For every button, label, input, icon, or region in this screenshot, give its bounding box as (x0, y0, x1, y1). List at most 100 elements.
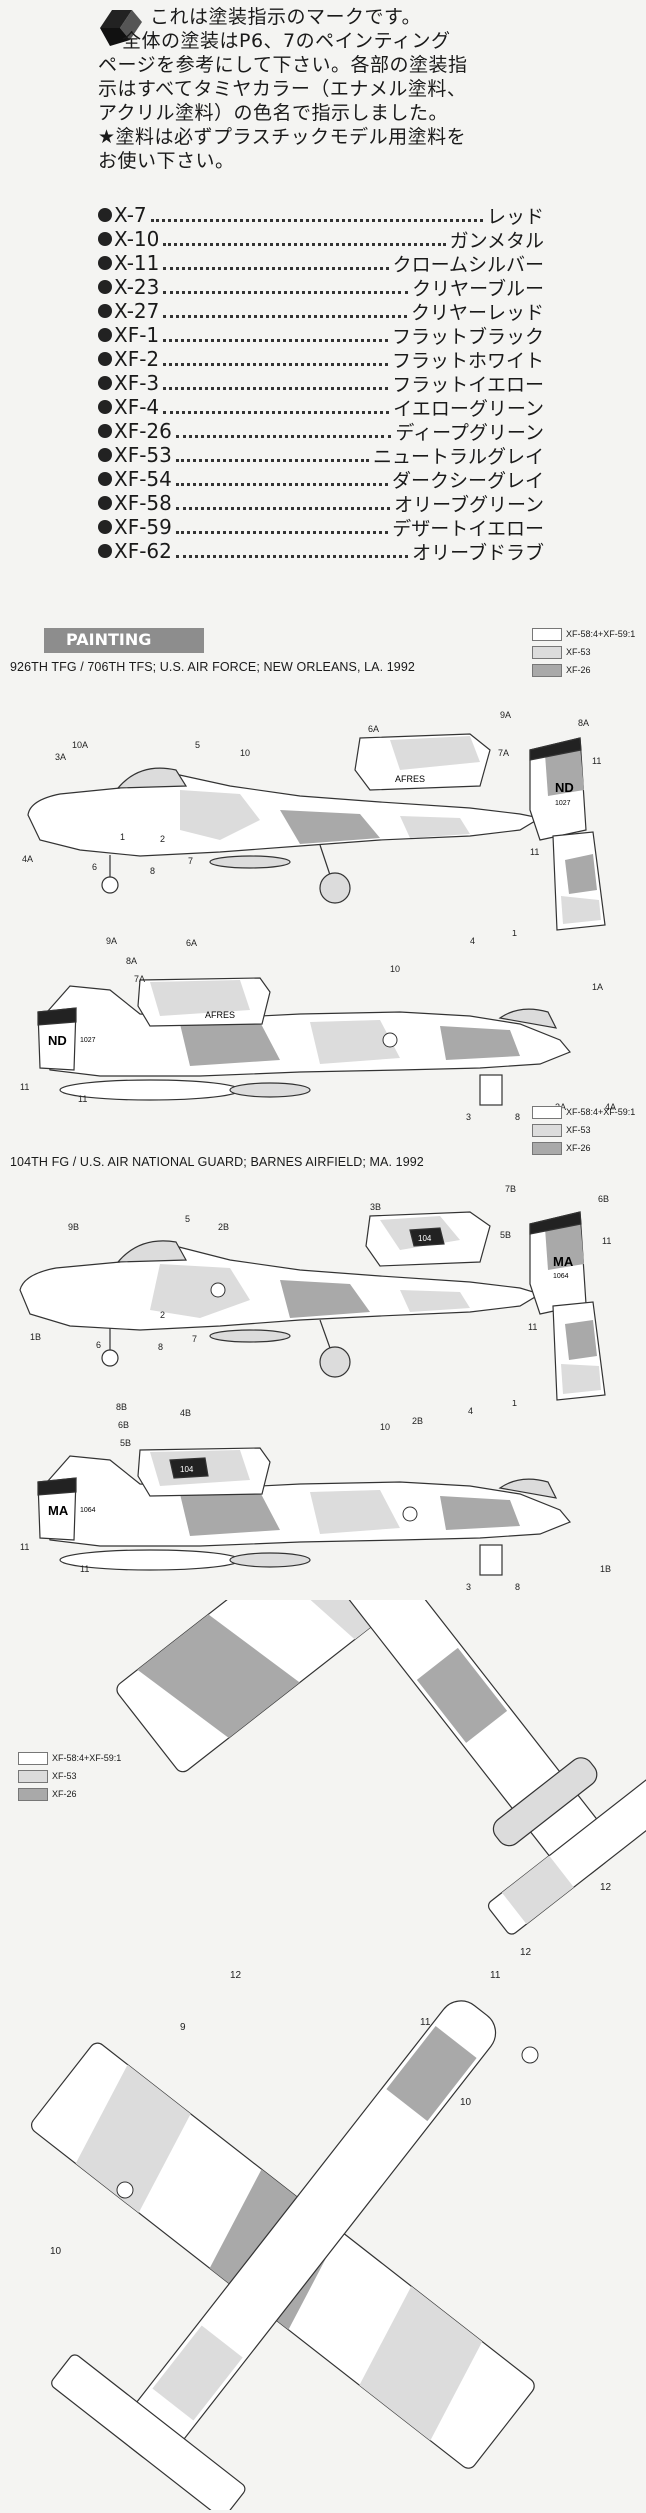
legend-label: XF-58:4+XF-59:1 (52, 1753, 122, 1763)
bullet-icon (98, 544, 112, 558)
intro-line: 示はすべてタミヤカラー（エナメル塗料、 (98, 78, 467, 100)
fin-cap (529, 737, 582, 761)
paint-code: XF-2 (114, 347, 160, 371)
tail-code: MA (48, 1503, 69, 1518)
callout-label: 4A (605, 1102, 616, 1112)
callout-label: 11 (420, 2017, 431, 2028)
callout-label: 1A (592, 982, 603, 992)
camo-patch (152, 2325, 243, 2421)
paint-name: レッド (486, 205, 544, 228)
national-insignia-icon (521, 2046, 539, 2064)
callout-label: 12 (600, 1882, 612, 1893)
leader-dots (175, 497, 391, 510)
nacelle-text: 104 (180, 1465, 194, 1474)
nacelle-text: AFRES (395, 774, 425, 784)
callout-label: 6 (92, 862, 97, 872)
paint-code: XF-58 (114, 491, 172, 515)
callout-label: 8 (150, 866, 155, 876)
leader-dots (163, 329, 388, 342)
camo-patch (545, 1220, 584, 1270)
painting-title: PAINTING (44, 628, 204, 652)
callout-label: 8 (158, 1342, 163, 1352)
main-gear (319, 844, 331, 876)
callout-label: 6A (368, 724, 379, 734)
callout-label: 6B (118, 1420, 129, 1430)
leader-dots (163, 233, 446, 246)
camo-patch (280, 810, 380, 844)
camo-patch (150, 980, 250, 1016)
leader-dots (163, 281, 409, 294)
callout-label: 1B (30, 1332, 41, 1342)
callout-label: 11 (528, 1322, 537, 1332)
intro-line: ページを参考にして下さい。各部の塗装指 (98, 54, 468, 76)
camo-patch (400, 1290, 470, 1312)
paint-code: XF-3 (114, 371, 160, 395)
callout-label: 11 (78, 1094, 87, 1104)
bullet-icon (98, 400, 112, 414)
paint-name: デザートイエロー (392, 517, 544, 540)
legend-swatch-mid (532, 646, 562, 659)
callout-label: 11 (530, 847, 539, 857)
camo-patch (416, 1647, 508, 1743)
paint-code: XF-53 (114, 443, 172, 467)
paint-code: X-7 (114, 203, 147, 227)
paint-name: ディープグリーン (395, 421, 544, 444)
callout-label: 10 (240, 748, 250, 758)
ordnance (209, 855, 291, 869)
fin-cap (529, 1211, 582, 1235)
camo-patch (180, 1492, 280, 1536)
camo-patch (400, 816, 470, 838)
top-view-aircraft (116, 1600, 646, 1935)
callout-label: 8A (578, 718, 589, 728)
callout-label: 8 (515, 1112, 520, 1122)
legend-label: XF-53 (566, 647, 591, 657)
bullet-icon (98, 280, 112, 294)
legend-swatch-mid (18, 1770, 48, 1783)
callout-label: 9 (180, 2022, 186, 2033)
callout-label: 1B (600, 1564, 611, 1574)
intro-line: ★塗料は必ずプラスチックモデル用塗料を (98, 126, 467, 148)
legend-swatch-mid (532, 1124, 562, 1137)
callout-label: 9A (106, 936, 117, 946)
callout-label: 5B (500, 1230, 511, 1240)
paint-code: X-23 (114, 275, 160, 299)
camo-patch (386, 2026, 477, 2122)
engine-nacelles (492, 1757, 598, 1847)
intro-line: 全体の塗装はP6、7のペインティング (122, 30, 451, 52)
callout-label: 4A (22, 854, 33, 864)
leader-dots (163, 257, 389, 270)
paint-name: ニュートラルグレイ (372, 445, 544, 468)
stabilizer-detail (552, 831, 606, 931)
painting-rule (44, 651, 204, 653)
bullet-icon (98, 256, 112, 270)
callout-label: 6B (598, 1194, 609, 1204)
camo-patch (310, 1020, 400, 1064)
callout-label: 4 (468, 1406, 473, 1416)
callout-label: 4 (470, 936, 475, 946)
nacelle-badge (169, 1457, 209, 1479)
camo-patch (75, 2064, 191, 2213)
callout-label: 8B (116, 1402, 127, 1412)
camo-patch (565, 854, 597, 894)
paint-code: XF-4 (114, 395, 160, 419)
callout-label: 11 (80, 1564, 89, 1574)
legend-label: XF-53 (566, 1125, 591, 1135)
legend-swatch-dark (18, 1788, 48, 1801)
scheme1-right-profile: ND 1027 AFRES 9A 8A 7A 6A 10 4 1 1A 11 1… (20, 930, 616, 1122)
paint-code: XF-1 (114, 323, 160, 347)
callout-label: 5B (120, 1438, 131, 1448)
camo-patch (180, 790, 260, 840)
paint-row: XF-53 ニュートラルグレイ (98, 443, 544, 468)
tail-code: ND (48, 1033, 67, 1048)
callout-label: 11 (20, 1082, 29, 1092)
main-gear-fairing (479, 1074, 503, 1106)
callout-label: 8A (126, 956, 137, 966)
nacelle-badge (409, 1227, 445, 1247)
camo-patch (180, 1022, 280, 1066)
scheme1-caption: 926TH TFG / 706TH TFS; U.S. AIR FORCE; N… (10, 660, 415, 674)
paint-code: XF-59 (114, 515, 172, 539)
tail-serial: 1027 (555, 800, 571, 807)
